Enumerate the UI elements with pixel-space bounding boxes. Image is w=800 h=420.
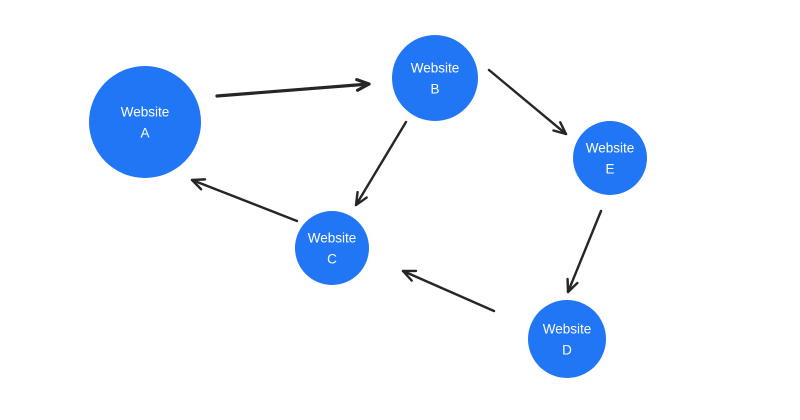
node-label-line2: C [327,252,337,267]
node-shape [295,211,369,285]
edge-e-to-d[interactable] [566,209,603,294]
node-shape [573,121,647,195]
edge-a-to-b[interactable] [215,78,371,98]
edge-line [215,82,371,98]
node-label-line1: Website [586,141,635,156]
edges-layer [190,68,603,313]
arrowhead-icon [354,190,368,207]
edge-line [401,269,496,313]
edge-line [566,209,603,294]
node-label-line1: Website [121,105,170,120]
node-label-line2: D [562,343,572,358]
node-label-line2: B [430,82,439,97]
edge-d-to-c[interactable] [401,269,496,313]
node-label-line1: Website [411,61,460,76]
node-shape [392,35,478,121]
edge-line [190,178,299,223]
node-label-line2: A [140,126,149,141]
node-label-line2: E [605,162,614,177]
node-label-line1: Website [543,322,592,337]
edge-c-to-a[interactable] [190,178,299,223]
node-shape [528,300,606,378]
node-label-line1: Website [308,231,357,246]
arrowhead-icon [190,178,207,191]
arrowhead-icon [566,277,579,294]
arrowhead-icon [355,78,371,92]
node-shape [89,66,201,178]
arrowhead-icon [401,269,418,282]
edge-b-to-e[interactable] [487,68,568,136]
edge-b-to-c[interactable] [354,120,408,207]
edge-line [354,120,408,207]
edge-line [487,68,568,136]
arrowhead-icon [552,121,568,136]
